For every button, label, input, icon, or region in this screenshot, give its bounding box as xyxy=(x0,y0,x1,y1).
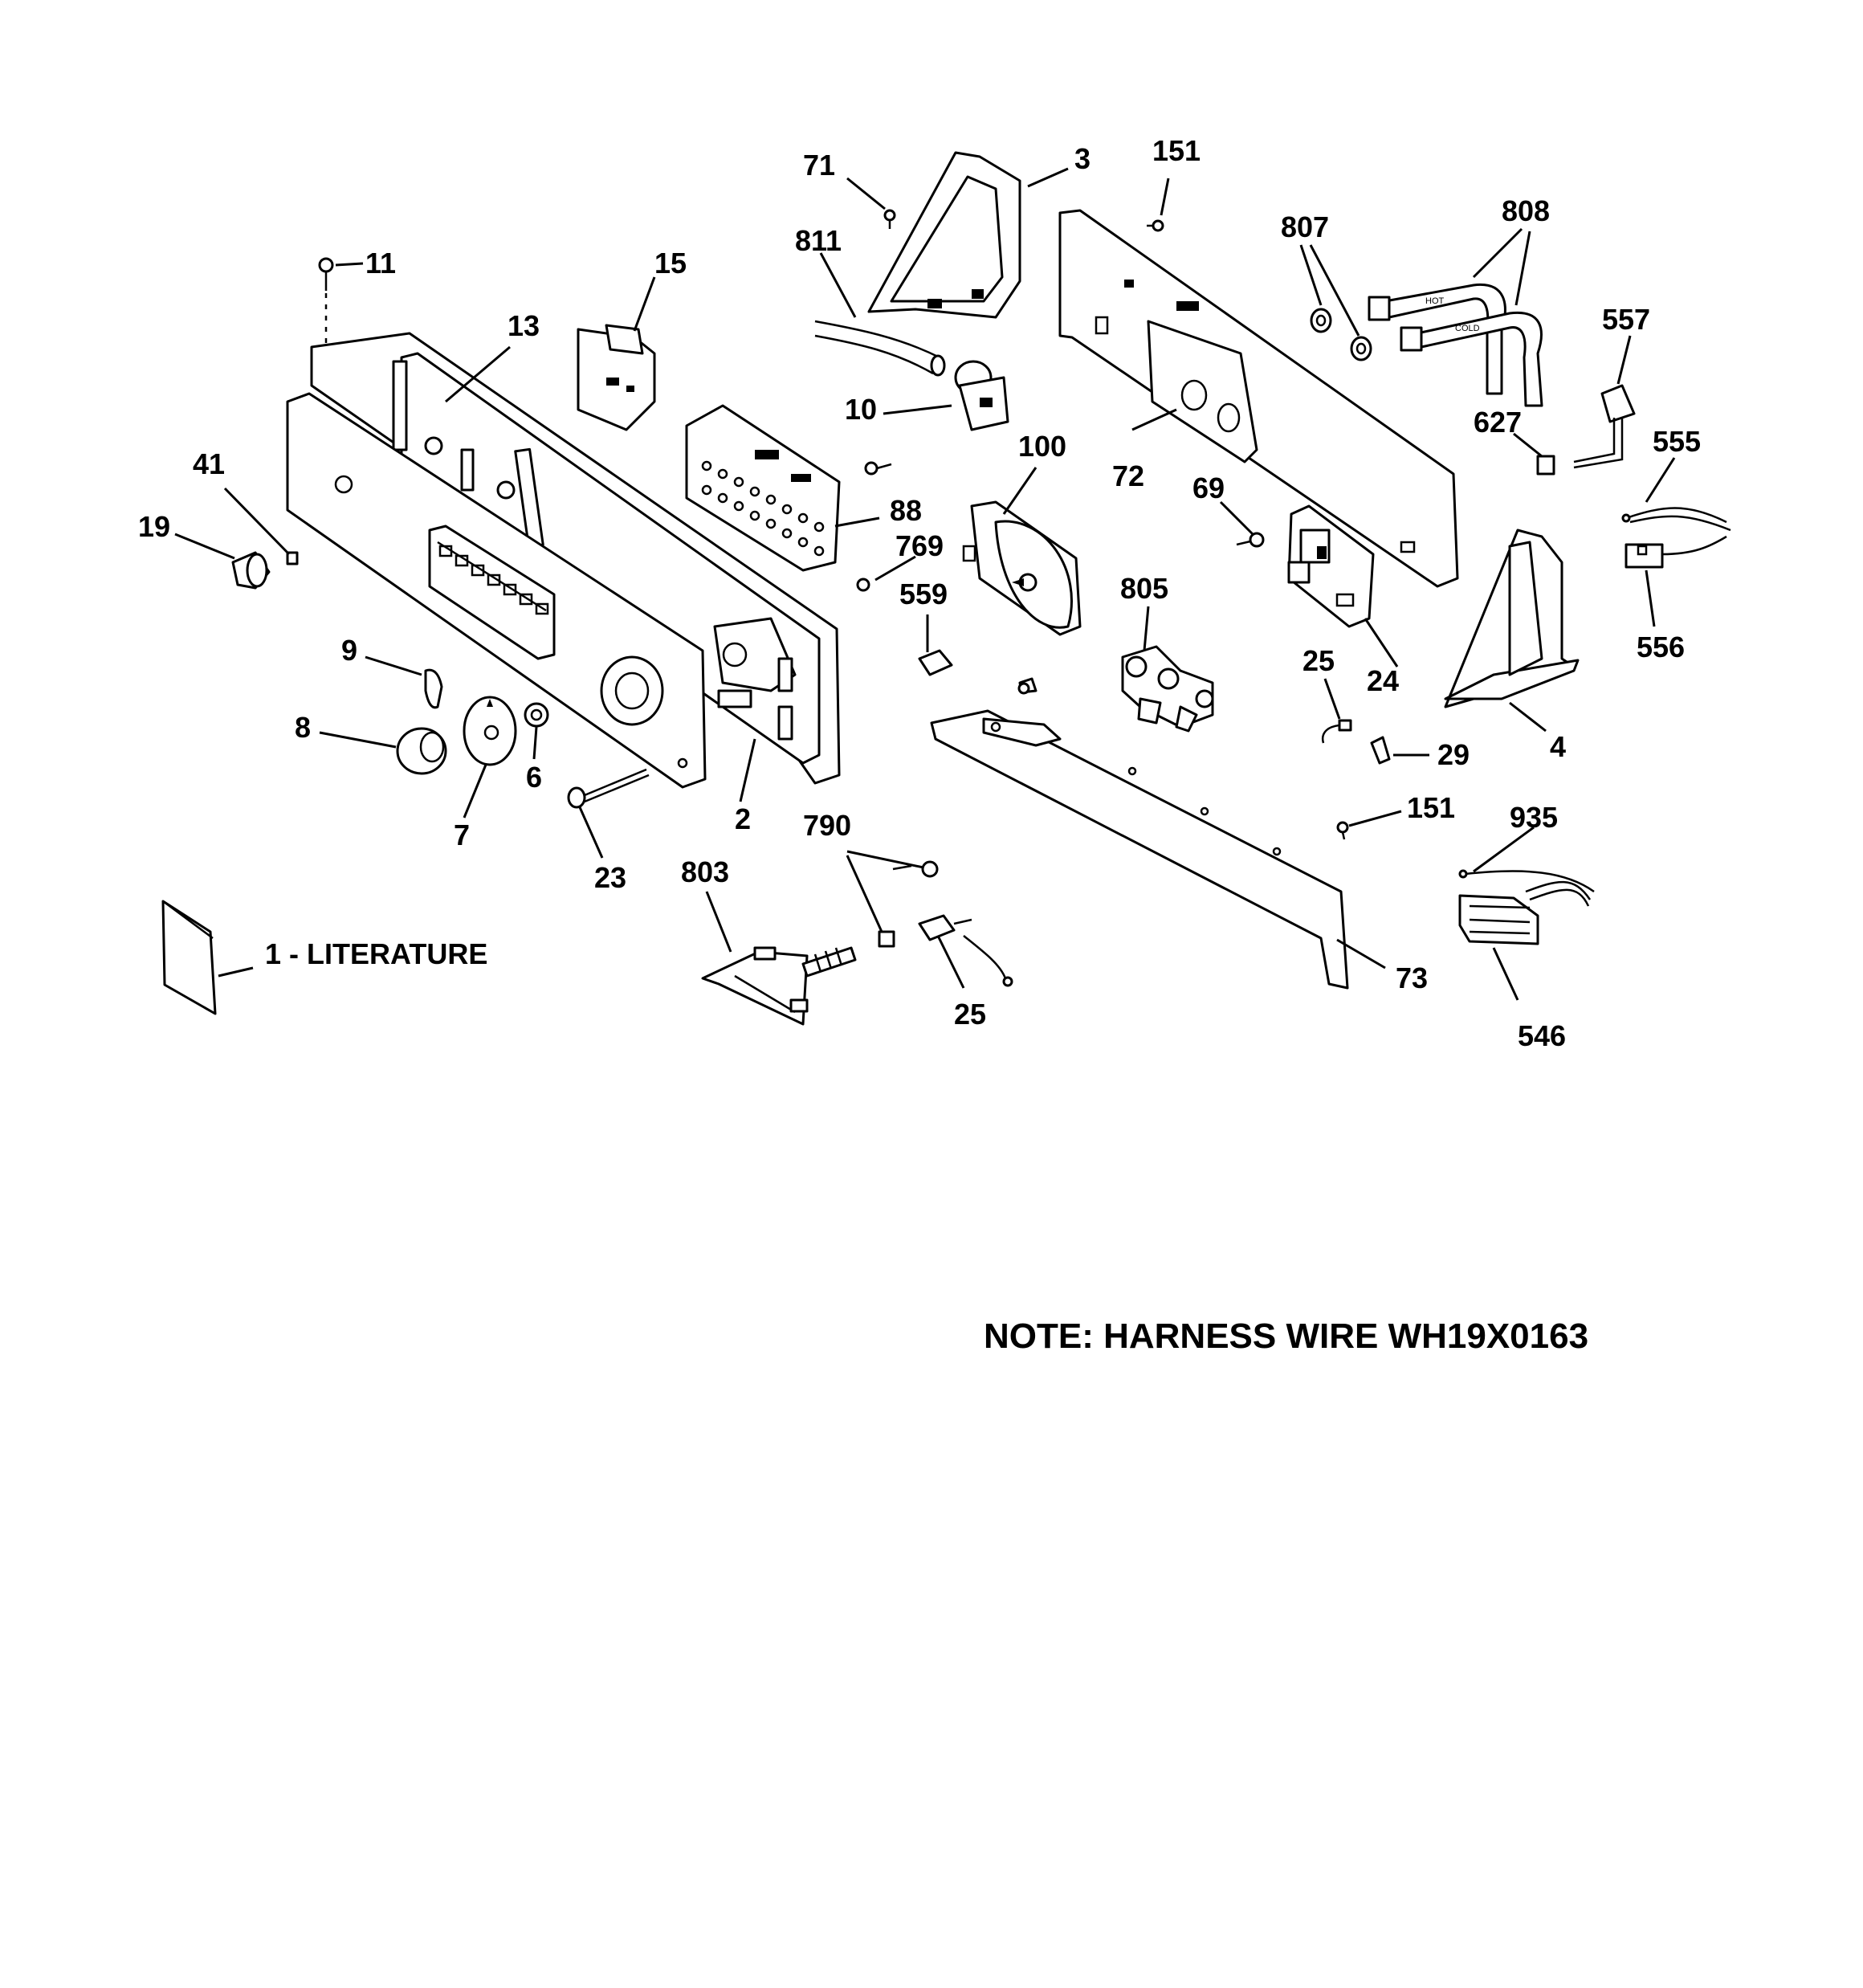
callout-790: 790 xyxy=(803,809,851,842)
callout-805: 805 xyxy=(1120,572,1168,605)
callout-25-lower: 25 xyxy=(954,998,986,1031)
part-935-harness xyxy=(1458,869,1595,907)
part-556-connector xyxy=(1625,535,1727,569)
callout-25-upper: 25 xyxy=(1302,644,1335,677)
part-24-relay-board xyxy=(1287,504,1375,628)
callout-935: 935 xyxy=(1510,801,1558,834)
part-8-knob xyxy=(396,727,447,775)
callout-41: 41 xyxy=(193,447,225,480)
callout-3: 3 xyxy=(1074,142,1090,175)
screw-near-73 xyxy=(1017,682,1030,695)
part-555-wire xyxy=(1621,507,1731,532)
callout-10: 10 xyxy=(845,393,877,426)
part-23-bushing xyxy=(567,768,650,809)
part-627-clip xyxy=(1536,455,1555,476)
screw-769-group xyxy=(856,461,892,592)
callout-69: 69 xyxy=(1192,471,1225,504)
part-2-front-panel xyxy=(286,392,707,789)
part-6-nut xyxy=(524,702,549,728)
part-803-dispenser xyxy=(701,946,857,1026)
callout-769: 769 xyxy=(895,529,944,562)
part-3-end-cap xyxy=(867,151,1021,319)
part-546-connector xyxy=(1458,894,1539,945)
part-9-clip xyxy=(424,668,443,709)
callout-11: 11 xyxy=(365,247,396,280)
callout-29: 29 xyxy=(1437,738,1470,771)
callout-811: 811 xyxy=(795,224,842,257)
part-100-timer xyxy=(962,500,1082,636)
callout-15: 15 xyxy=(654,247,687,280)
callout-88: 88 xyxy=(890,494,922,527)
callout-24: 24 xyxy=(1367,664,1399,697)
callout-23: 23 xyxy=(594,861,626,894)
leader-lines xyxy=(174,167,1676,1001)
board-rows xyxy=(701,460,825,557)
part-811-hose xyxy=(814,320,946,377)
callout-13: 13 xyxy=(508,309,540,342)
callout-627: 627 xyxy=(1474,406,1522,439)
callout-72: 72 xyxy=(1112,459,1144,492)
part-73-bracket xyxy=(930,677,1349,990)
callout-4: 4 xyxy=(1550,730,1566,763)
callout-19: 19 xyxy=(138,510,170,543)
part-7-dial xyxy=(463,696,517,766)
part-72-rear-panel xyxy=(1058,209,1459,588)
part-557-clip xyxy=(1573,384,1636,469)
callout-546: 546 xyxy=(1518,1019,1566,1052)
callout-151-top: 151 xyxy=(1152,134,1201,167)
callout-808: 808 xyxy=(1502,194,1550,227)
callout-8: 8 xyxy=(295,711,311,744)
hose-hot-label: HOT xyxy=(1425,296,1445,306)
callout-2: 2 xyxy=(735,802,751,835)
callout-71: 71 xyxy=(803,149,835,182)
part-19-knob xyxy=(231,551,271,590)
part-805-water-valve xyxy=(1121,645,1214,733)
part-790-25-lower xyxy=(878,860,1013,987)
part-88-control-board xyxy=(685,404,841,572)
callout-807: 807 xyxy=(1281,210,1329,243)
callout-803: 803 xyxy=(681,855,729,888)
part-15-switch xyxy=(577,324,656,431)
part-1-literature xyxy=(161,900,217,1015)
callout-151-lower: 151 xyxy=(1407,791,1455,824)
harness-wire-note: NOTE: HARNESS WIRE WH19X0163 xyxy=(984,1316,1588,1356)
callout-100: 100 xyxy=(1018,430,1066,463)
callout-1-literature: 1 - LITERATURE xyxy=(265,937,487,970)
part-808-hoses: HOT COLD xyxy=(1368,283,1543,407)
part-11-screw xyxy=(318,257,334,394)
part-69-screw xyxy=(1236,532,1265,548)
part-13-control-panel xyxy=(310,332,841,785)
part-29-bracket xyxy=(1370,736,1391,765)
part-807-washers xyxy=(1310,308,1372,361)
part-559-clip xyxy=(918,649,953,676)
callout-555: 555 xyxy=(1653,425,1701,458)
callout-73: 73 xyxy=(1396,961,1428,994)
part-41-insert xyxy=(286,551,299,565)
hose-cold-label: COLD xyxy=(1455,324,1480,333)
callout-9: 9 xyxy=(341,634,357,667)
part-25-upper-wire xyxy=(1322,719,1352,744)
part-71-screw xyxy=(883,209,896,229)
callout-557: 557 xyxy=(1602,303,1650,336)
part-10-pressure-switch xyxy=(954,360,1009,431)
part-4-end-cap xyxy=(1444,529,1580,708)
callout-7: 7 xyxy=(454,818,470,851)
part-151-screw-lower xyxy=(1336,821,1349,840)
callout-559: 559 xyxy=(899,578,948,610)
callout-labels: 71 3 151 811 807 808 557 627 555 556 11 … xyxy=(138,134,1701,1052)
callout-6: 6 xyxy=(526,761,542,794)
callout-556: 556 xyxy=(1637,631,1685,663)
part-151-screw-top xyxy=(1147,219,1164,232)
